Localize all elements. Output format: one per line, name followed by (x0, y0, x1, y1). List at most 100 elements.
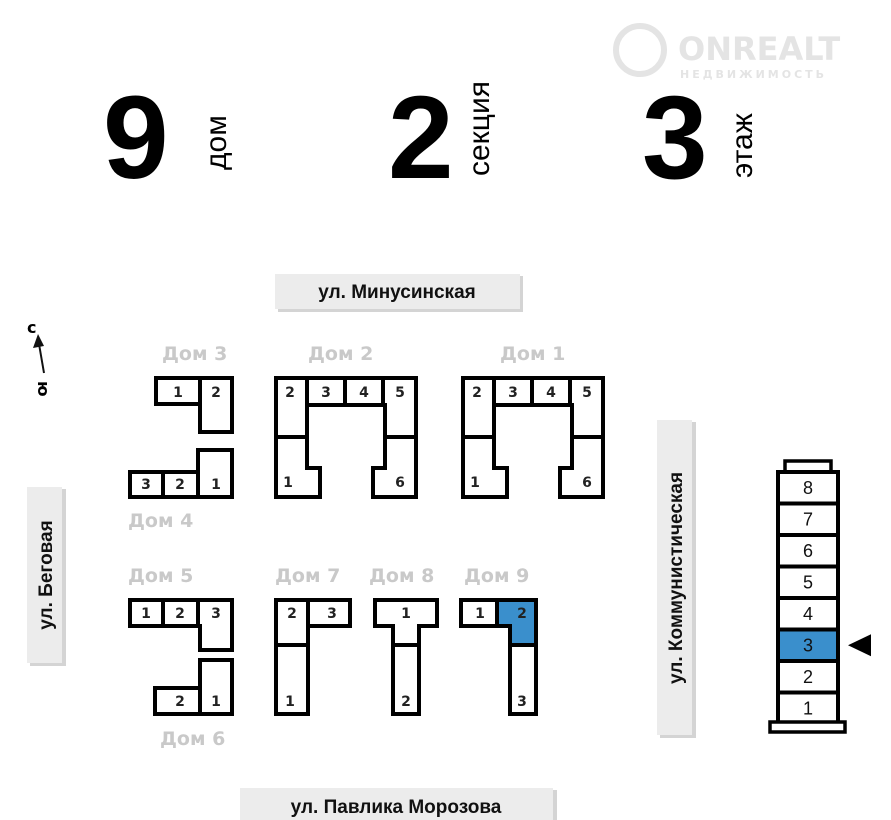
section-5[interactable]: 5 (568, 376, 605, 439)
section-shape[interactable] (508, 643, 538, 716)
section-number: 6 (395, 475, 405, 491)
section-number: 2 (175, 694, 185, 710)
section-3[interactable]: 3 (492, 376, 534, 407)
section-shape[interactable] (153, 686, 202, 716)
section-4[interactable]: 4 (343, 376, 385, 407)
section-number: 3 (327, 606, 337, 622)
section-6[interactable]: 6 (371, 435, 418, 499)
section-3[interactable]: 3 (196, 598, 234, 652)
floor-3-selected[interactable]: 3 (776, 627, 840, 663)
section-number: 2 (517, 606, 527, 622)
section-1[interactable]: 1 (274, 435, 322, 499)
section-number: 3 (321, 385, 331, 401)
floor-2[interactable]: 2 (776, 659, 840, 695)
floor-number: 7 (803, 510, 813, 530)
house-number: 9 (103, 72, 169, 204)
selected-floor-arrow-icon (848, 634, 871, 657)
house-8: Дом 812 (369, 565, 439, 716)
section-shape[interactable] (128, 470, 165, 499)
floor-number: 8 (803, 478, 813, 498)
section-1[interactable]: 1 (198, 658, 234, 716)
compass-arrow-icon (38, 343, 45, 374)
section-number: 1 (173, 385, 183, 401)
floor-number: 1 (803, 699, 813, 719)
floor-number: 3 (803, 636, 813, 656)
section-3[interactable]: 3 (508, 643, 538, 716)
section-6[interactable]: 6 (558, 435, 605, 499)
section-1[interactable]: 1 (196, 448, 234, 499)
section-2[interactable]: 2 (461, 376, 496, 439)
section-2[interactable]: 2 (274, 376, 309, 439)
floor-cell[interactable] (776, 596, 840, 632)
compass-arrowhead-icon (33, 334, 44, 348)
section-shape[interactable] (306, 598, 352, 628)
floor-number: 5 (803, 573, 813, 593)
tower-base (768, 720, 847, 734)
section-number: 1 (211, 477, 221, 493)
section-2[interactable]: 2 (274, 598, 310, 647)
floor-4[interactable]: 4 (776, 596, 840, 632)
watermark-subtitle: НЕДВИЖИМОСТЬ (680, 68, 827, 81)
section-1[interactable]: 1 (128, 598, 165, 628)
section-2[interactable]: 2 (153, 686, 202, 716)
section-shape[interactable] (196, 598, 234, 652)
section-number: 1 (475, 606, 485, 622)
floor-cell[interactable] (776, 627, 840, 663)
section-shape[interactable] (274, 376, 309, 439)
section-1[interactable]: 1 (373, 598, 439, 647)
floor-cell[interactable] (776, 533, 840, 569)
house-label: Дом 1 (500, 343, 565, 365)
section-4[interactable]: 4 (530, 376, 572, 407)
section-shape[interactable] (371, 435, 418, 499)
section-shape[interactable] (274, 598, 310, 647)
section-2[interactable]: 2 (198, 376, 234, 434)
section-shape[interactable] (198, 376, 234, 434)
section-number: 1 (285, 694, 295, 710)
compass-south: ю (34, 381, 53, 397)
section-shape[interactable] (558, 435, 605, 499)
floor-5[interactable]: 5 (776, 564, 840, 600)
street-bottom-label: ул. Павлика Морозова (291, 797, 502, 818)
section-number: 1 (141, 606, 151, 622)
section-shape[interactable] (391, 643, 421, 716)
section-1[interactable]: 1 (459, 598, 499, 628)
section-1[interactable]: 1 (274, 643, 310, 716)
section-number: 1 (470, 475, 480, 491)
section-1[interactable]: 1 (154, 376, 202, 406)
floor-number: 3 (642, 72, 708, 204)
section-number: 2 (472, 385, 482, 401)
section-2[interactable]: 2 (391, 643, 421, 716)
floor-8[interactable]: 8 (776, 470, 840, 506)
section-number: 3 (508, 385, 518, 401)
section-2-selected[interactable]: 2 (495, 598, 538, 647)
street-left: ул. Беговая (27, 487, 66, 666)
section-number: 1 (401, 606, 411, 622)
section-1[interactable]: 1 (461, 435, 509, 499)
floor-7[interactable]: 7 (776, 501, 840, 537)
section-2[interactable]: 2 (161, 598, 200, 628)
section-3[interactable]: 3 (305, 376, 347, 407)
section-number: 2 (285, 385, 295, 401)
floor-number: 2 (803, 667, 813, 687)
section-5[interactable]: 5 (381, 376, 418, 439)
street-right: ул. Коммунистическая (657, 420, 696, 738)
section-shape[interactable] (461, 376, 496, 439)
floor-number: 4 (803, 604, 813, 624)
section-number: 2 (388, 72, 454, 204)
section-number: 6 (582, 475, 592, 491)
section-3[interactable]: 3 (128, 470, 165, 499)
section-2[interactable]: 2 (161, 470, 200, 499)
floor-1[interactable]: 1 (776, 690, 840, 726)
floor-6[interactable]: 6 (776, 533, 840, 569)
compass: с ю (27, 318, 53, 397)
floor-cell[interactable] (776, 470, 840, 506)
street-top-label: ул. Минусинская (318, 282, 475, 303)
section-3[interactable]: 3 (306, 598, 352, 628)
